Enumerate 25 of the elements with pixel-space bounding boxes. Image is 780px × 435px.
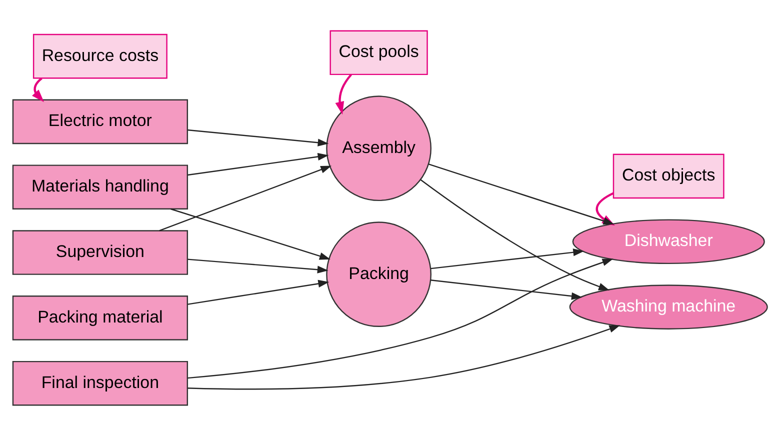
arrow: [159, 165, 332, 231]
node-box: Cost pools: [330, 30, 428, 75]
arrow: [420, 178, 610, 290]
arrow: [188, 279, 330, 304]
node-box: Final inspection: [12, 360, 188, 406]
arrow: [430, 248, 584, 269]
arrow: [335, 73, 352, 114]
node-box: Cost objects: [612, 153, 724, 198]
arrow: [188, 152, 329, 176]
arrow: [430, 279, 582, 300]
arrow: [428, 163, 614, 224]
arrow: [187, 258, 614, 378]
arrow: [170, 208, 330, 260]
node-box: Supervision: [12, 230, 188, 274]
arrow: [596, 192, 615, 226]
node-box: Resource costs: [32, 33, 168, 78]
arrow: [32, 77, 44, 102]
arrow: [188, 324, 620, 390]
node-box: Electric motor: [12, 98, 188, 144]
node-circle: Assembly: [326, 95, 432, 201]
node-box: Packing material: [12, 295, 188, 340]
arrow: [188, 258, 328, 273]
node-circle: Packing: [326, 221, 432, 327]
arrow: [188, 128, 329, 146]
node-box: Materials handling: [12, 164, 188, 210]
